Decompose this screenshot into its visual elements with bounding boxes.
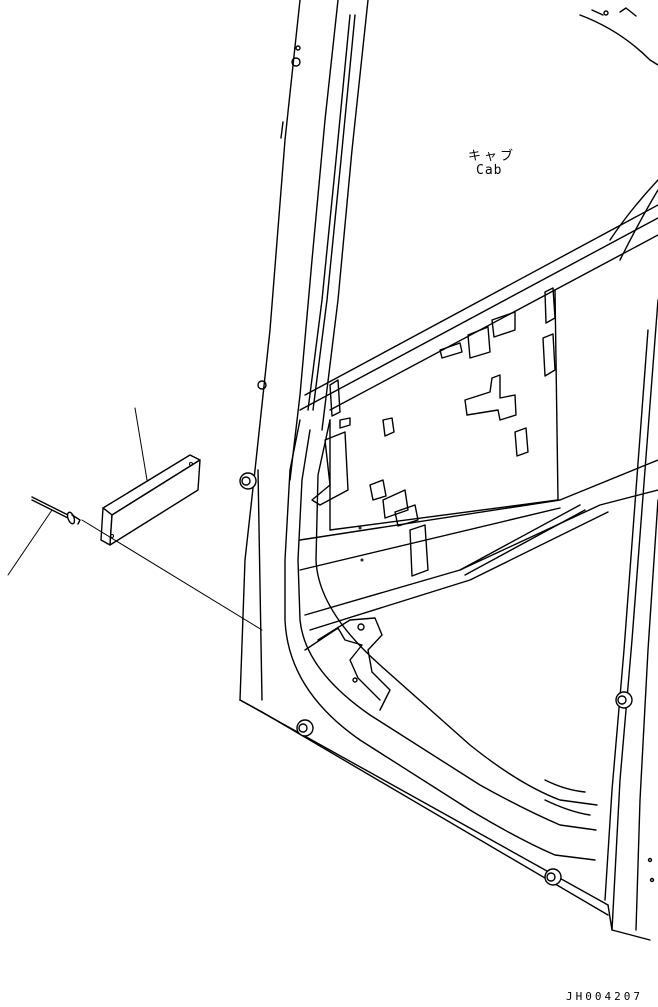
drawing-code: JH004207 (566, 990, 643, 1003)
cab-label-japanese: キャブ (468, 149, 517, 164)
rivet-icon (31, 496, 81, 525)
front-pillar (239, 0, 369, 713)
floor-plate (304, 617, 391, 711)
nameplate-icon (100, 454, 201, 546)
door-sill (239, 699, 651, 941)
upper-rail (299, 204, 658, 411)
interior-panel (299, 289, 658, 631)
leader-lines (7, 407, 263, 631)
panel-brackets (311, 287, 556, 577)
roof-edge (579, 7, 658, 261)
cab-label-english: Cab (476, 163, 503, 178)
bushings (239, 472, 633, 886)
rear-pillar (604, 299, 658, 931)
door-opening-frame (284, 419, 598, 861)
